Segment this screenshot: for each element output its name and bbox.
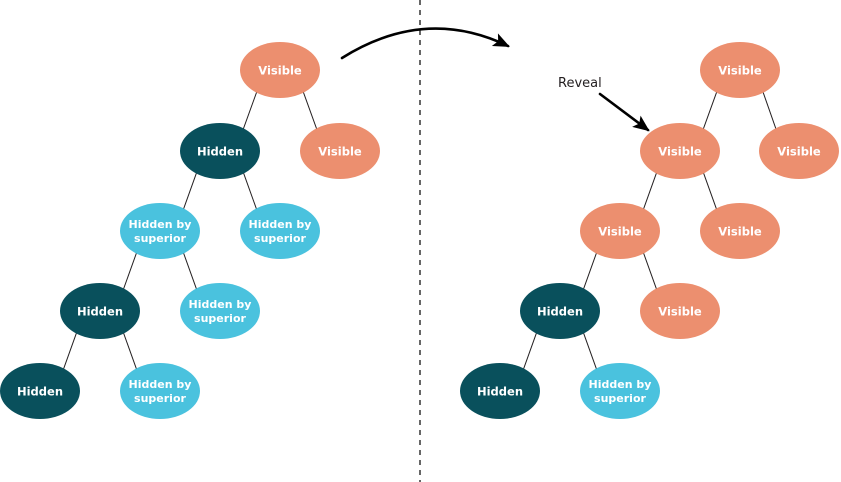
tree-edge	[183, 252, 197, 290]
tree-edge	[643, 172, 657, 210]
tree-edge	[762, 92, 777, 129]
tree-node-visible[interactable]	[640, 283, 720, 339]
tree-edge	[523, 332, 537, 370]
transform-arrow-icon	[340, 27, 510, 60]
tree-edge	[643, 252, 657, 290]
tree-edge	[242, 91, 258, 130]
tree-node-hidden-by-superior[interactable]	[120, 203, 200, 259]
tree-node-label: Hidden	[537, 305, 583, 319]
reveal-annotation-label: Reveal	[558, 76, 602, 91]
tree-node-hidden-by-superior[interactable]	[180, 283, 260, 339]
tree-edge	[583, 332, 597, 370]
tree-node-label: Visible	[318, 145, 362, 159]
tree-node-hidden-by-superior[interactable]	[120, 363, 200, 419]
tree-node-label: Hidden	[77, 305, 123, 319]
left-tree-edges	[63, 91, 318, 370]
tree-node-label: Visible	[658, 145, 702, 159]
tree-node-visible[interactable]	[700, 203, 780, 259]
tree-edge	[302, 91, 318, 130]
tree-node-label: Hidden	[17, 385, 63, 399]
tree-edge	[583, 252, 597, 290]
tree-node-hidden-by-superior[interactable]	[240, 203, 320, 259]
tree-node-label: Visible	[658, 305, 702, 319]
tree-node-label: Hidden	[197, 145, 243, 159]
tree-node-visible[interactable]	[240, 42, 320, 98]
tree-node-visible[interactable]	[640, 123, 720, 179]
tree-edge	[183, 172, 197, 210]
tree-node-visible[interactable]	[759, 123, 839, 179]
tree-node-hidden[interactable]	[180, 123, 260, 179]
tree-edge	[243, 172, 257, 210]
tree-edge	[703, 172, 717, 210]
tree-node-visible[interactable]	[580, 203, 660, 259]
tree-node-hidden[interactable]	[0, 363, 80, 419]
tree-node-visible[interactable]	[300, 123, 380, 179]
tree-node-label: Visible	[258, 64, 302, 78]
reveal-arrow-icon	[598, 92, 650, 132]
tree-node-hidden[interactable]	[60, 283, 140, 339]
right-tree-edges	[523, 91, 777, 370]
tree-node-label: Visible	[718, 64, 762, 78]
tree-node-hidden[interactable]	[460, 363, 540, 419]
tree-edge	[123, 252, 137, 290]
tree-node-hidden[interactable]	[520, 283, 600, 339]
tree-node-label: Hidden	[477, 385, 523, 399]
tree-node-visible[interactable]	[700, 42, 780, 98]
tree-node-label: Visible	[598, 225, 642, 239]
tree-node-hidden-by-superior[interactable]	[580, 363, 660, 419]
tree-node-label: Visible	[718, 225, 762, 239]
tree-node-label: Visible	[777, 145, 821, 159]
tree-edge	[63, 332, 77, 370]
tree-edge	[702, 91, 718, 130]
tree-edge	[123, 332, 137, 370]
